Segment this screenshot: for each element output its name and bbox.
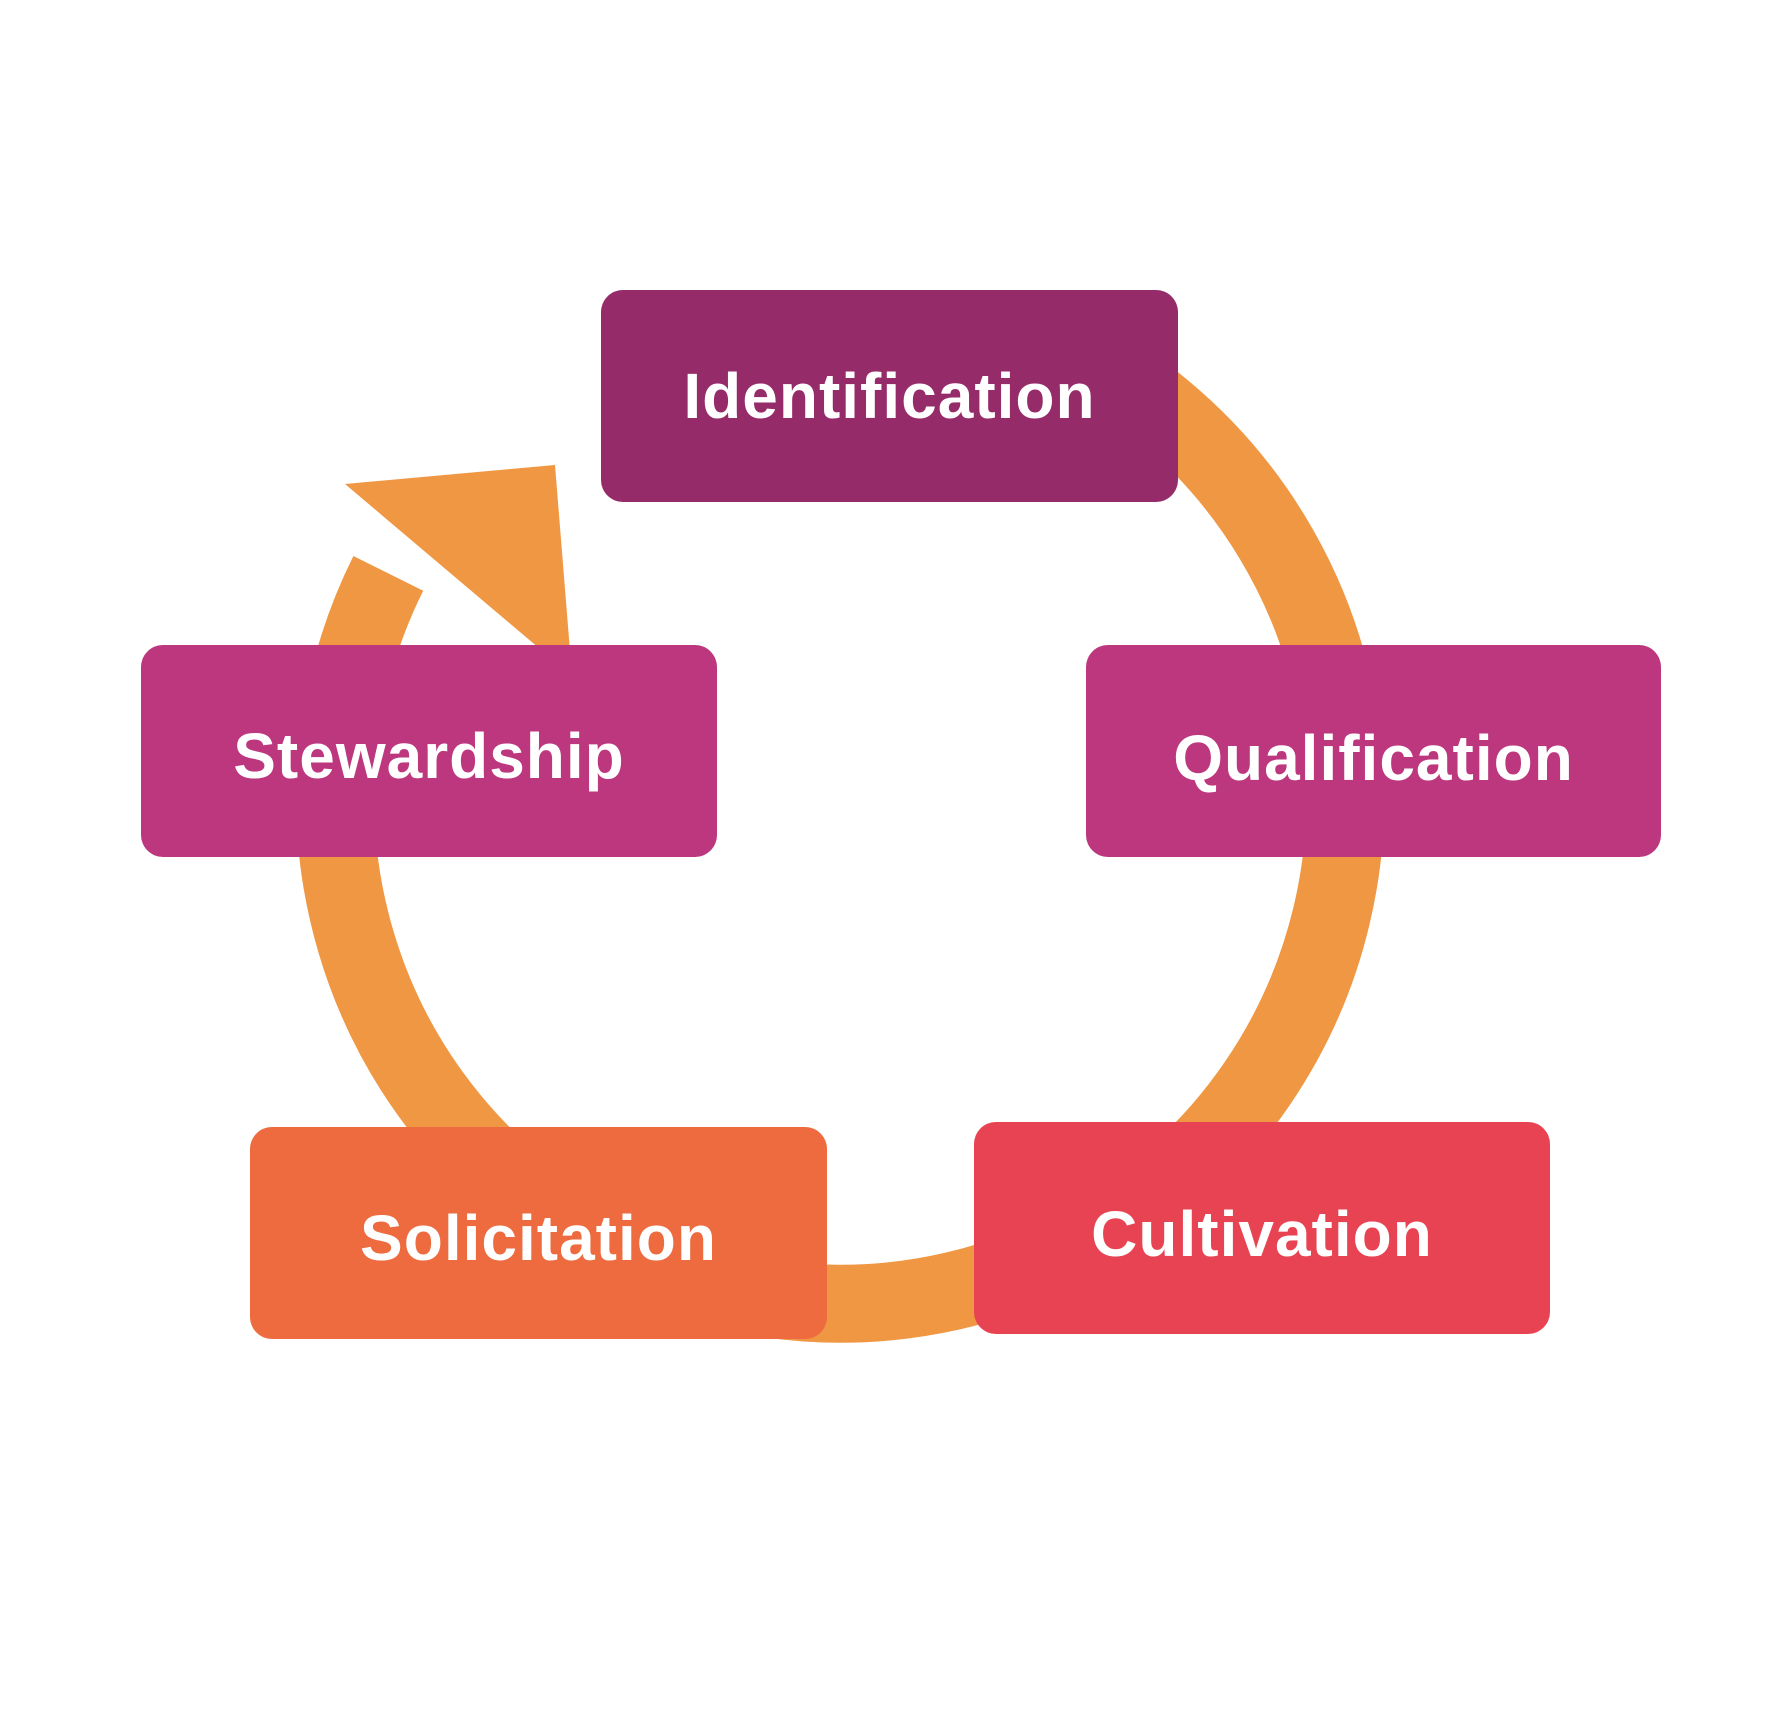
stage-label-cultivation: Cultivation bbox=[1091, 1198, 1433, 1270]
stage-cultivation: Cultivation bbox=[974, 1122, 1550, 1334]
stage-stewardship: Stewardship bbox=[141, 645, 717, 857]
stage-label-identification: Identification bbox=[683, 360, 1095, 432]
stage-identification: Identification bbox=[601, 290, 1178, 502]
stage-label-qualification: Qualification bbox=[1173, 722, 1574, 794]
cycle-arrowhead bbox=[345, 465, 572, 676]
stage-box-stewardship bbox=[141, 645, 717, 857]
stage-solicitation: Solicitation bbox=[250, 1127, 827, 1339]
stage-label-solicitation: Solicitation bbox=[360, 1202, 717, 1274]
stage-box-qualification bbox=[1086, 645, 1661, 857]
stage-box-solicitation bbox=[250, 1127, 827, 1339]
stage-box-cultivation bbox=[974, 1122, 1550, 1334]
stage-qualification: Qualification bbox=[1086, 645, 1661, 857]
stage-label-stewardship: Stewardship bbox=[233, 720, 625, 792]
stage-box-identification bbox=[601, 290, 1178, 502]
